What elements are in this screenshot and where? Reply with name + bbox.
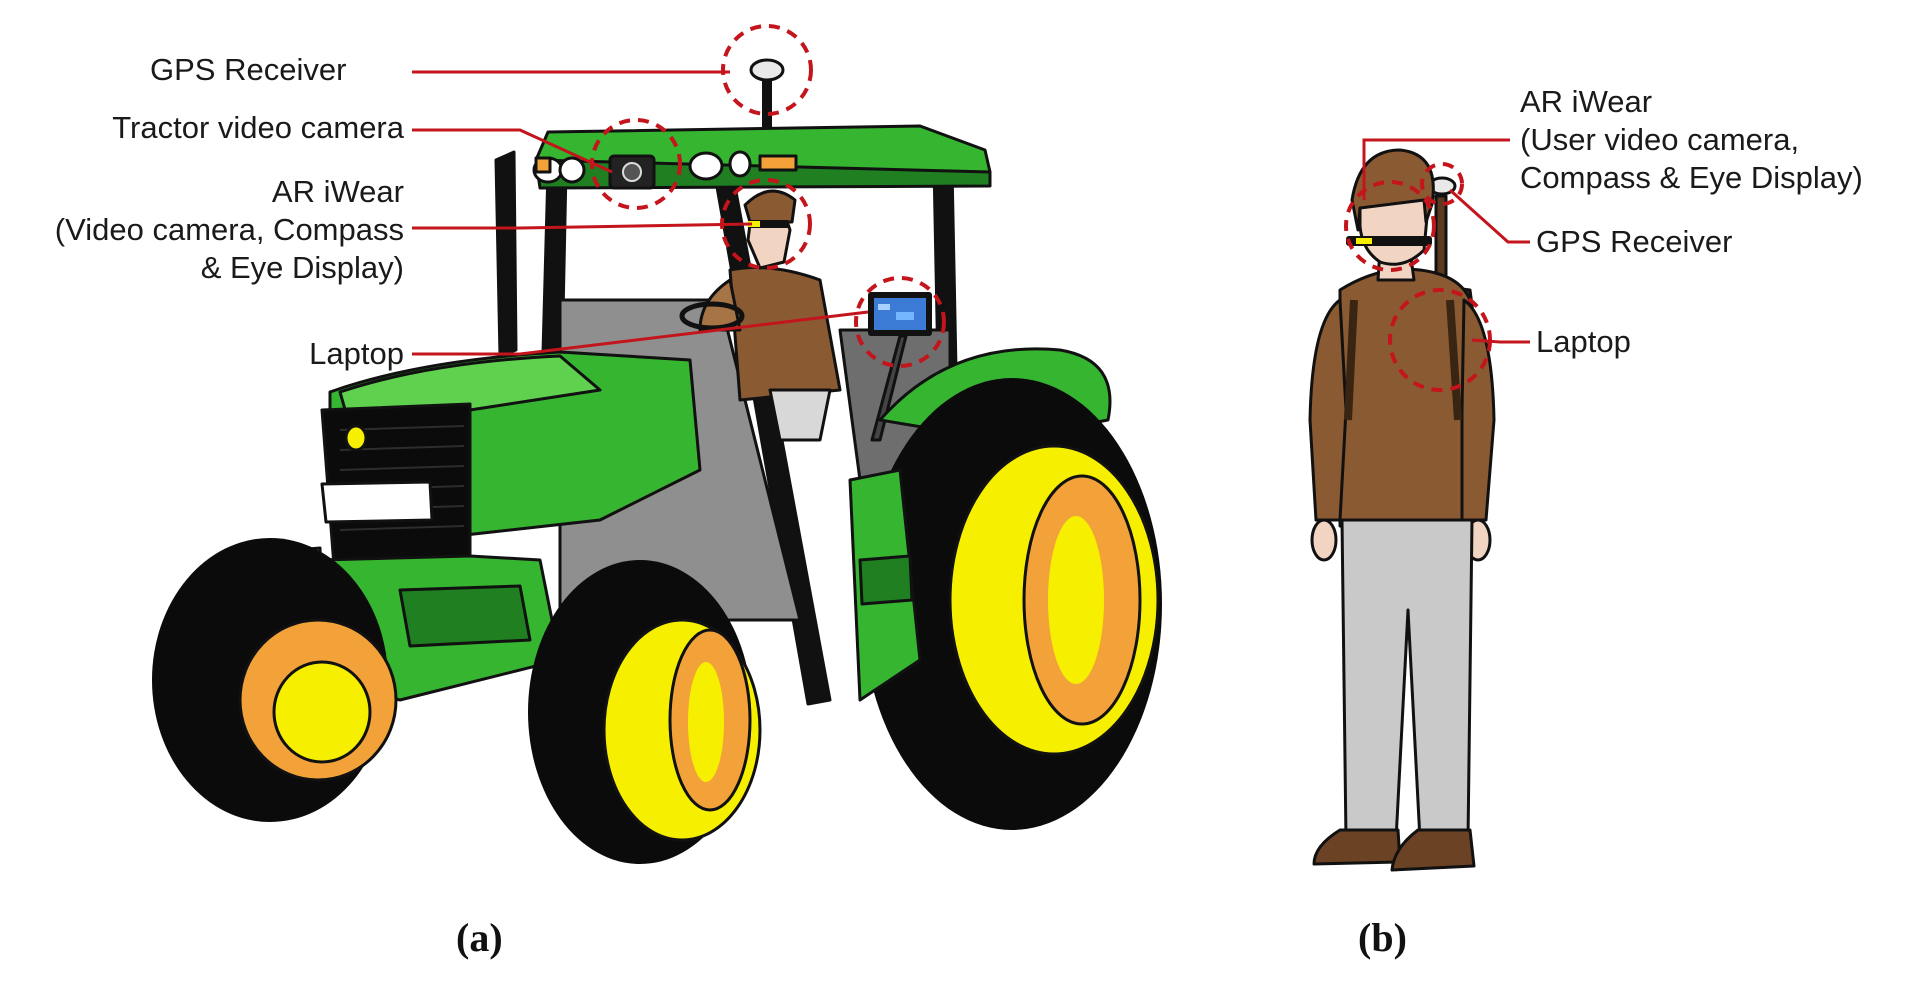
callout-lines — [412, 70, 1530, 356]
label-ar-iwear-tractor-line1: AR iWear — [271, 174, 404, 209]
gps-mast-tractor — [762, 78, 772, 130]
rear-wheel — [862, 347, 1162, 830]
standing-person — [1308, 148, 1496, 872]
tractor — [152, 58, 1162, 864]
label-laptop-tractor: Laptop — [309, 336, 404, 371]
label-tractor-video-camera: Tractor video camera — [112, 110, 404, 145]
label-laptop-user: Laptop — [1536, 324, 1631, 359]
exhaust-stack — [494, 150, 518, 358]
label-gps-receiver-user: GPS Receiver — [1536, 224, 1733, 259]
gps-antenna-tractor — [749, 58, 785, 82]
front-right-wheel — [528, 560, 762, 864]
tractor-laptop — [868, 292, 932, 442]
label-ar-iwear-tractor-line3: & Eye Display) — [200, 250, 404, 285]
caption-a: (a) — [456, 915, 503, 960]
pants — [1340, 518, 1474, 842]
label-gps-receiver-tractor: GPS Receiver — [150, 52, 347, 87]
highlight-circles — [590, 24, 1492, 392]
label-ar-iwear-user-line1: AR iWear — [1520, 84, 1653, 119]
caption-b: (b) — [1358, 915, 1407, 960]
label-ar-iwear-user-line3: Compass & Eye Display) — [1520, 160, 1863, 195]
label-ar-iwear-user-line2: (User video camera, — [1520, 122, 1800, 157]
steering-wheel — [679, 301, 745, 331]
front-left-wheel — [152, 538, 398, 822]
label-ar-iwear-tractor-line2: (Video camera, Compass — [54, 212, 404, 247]
